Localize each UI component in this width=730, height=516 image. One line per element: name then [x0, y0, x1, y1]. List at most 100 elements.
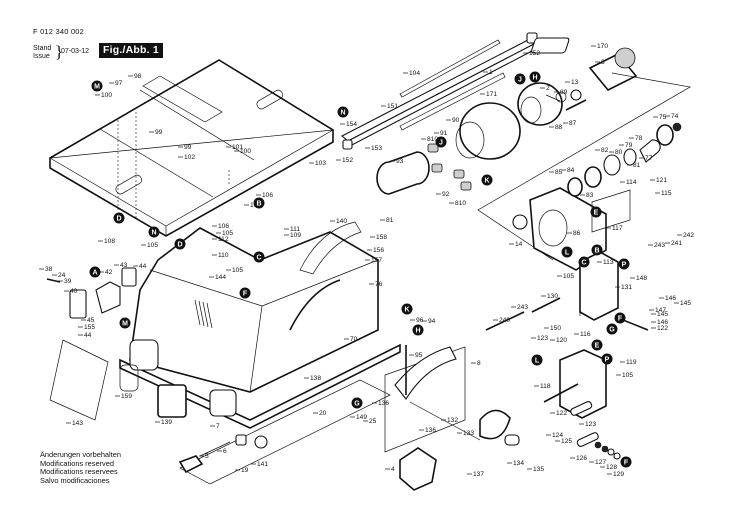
table-top — [48, 59, 334, 237]
part-callout-136b: 136 — [425, 427, 436, 434]
reference-marker-h2: H — [412, 324, 424, 336]
part-callout-136a: 136 — [378, 400, 389, 407]
marker-letter: E — [595, 343, 600, 350]
part-callout-138: 138 — [310, 375, 321, 382]
marker-letter: K — [404, 307, 409, 314]
marker-letter: E — [594, 210, 599, 217]
marker-circle — [514, 73, 526, 85]
part-callout-19: 19 — [241, 467, 249, 474]
reference-marker-j2: J — [435, 136, 447, 148]
part-callout-43: 43 — [120, 262, 128, 269]
part-callout-140: 140 — [336, 218, 347, 225]
marker-letter: G — [354, 401, 360, 408]
reference-marker-m2: M — [119, 317, 131, 329]
part-callout-5: 5 — [205, 453, 209, 460]
part-callout-149: 149 — [356, 414, 367, 421]
part-callout-154: 154 — [346, 121, 357, 128]
marker-letter: D — [116, 216, 121, 223]
part-callout-20: 20 — [319, 410, 327, 417]
marker-letter: N — [340, 110, 345, 117]
marker-circle — [351, 397, 363, 409]
part-callout-135: 135 — [533, 466, 544, 473]
tilt-bracket-assembly — [485, 251, 649, 460]
part-callout-7: 7 — [216, 423, 220, 430]
reference-marker-d1: D — [113, 212, 125, 224]
part-callout-122a: 122 — [657, 325, 668, 332]
marker-circle — [618, 258, 630, 270]
notice-line-en: Modifications reserved — [40, 458, 114, 468]
marker-circle — [561, 246, 573, 258]
part-callout-38: 38 — [45, 266, 53, 273]
reference-marker-b1: B — [253, 197, 265, 209]
part-number-callouts: 9897100999910110010210310610710610511211… — [45, 43, 694, 478]
marker-circle — [481, 174, 493, 186]
part-callout-144: 144 — [215, 274, 226, 281]
marker-circle — [620, 456, 632, 468]
issue-label: Issue — [33, 53, 50, 60]
marker-circle — [591, 339, 603, 351]
part-callout-133: 133 — [463, 430, 474, 437]
reference-marker-c2: C — [578, 256, 590, 268]
part-callout-99b: 99 — [184, 144, 192, 151]
notice-line-es: Salvo modificaciones — [40, 475, 110, 485]
part-callout-241: 241 — [671, 240, 682, 247]
reference-marker-c1: C — [253, 251, 265, 263]
marker-circle — [601, 353, 613, 365]
reference-marker-b2: B — [591, 244, 603, 256]
part-callout-105c: 105 — [232, 267, 243, 274]
part-callout-146a: 146 — [665, 295, 676, 302]
reference-marker-p1: P — [618, 258, 630, 270]
part-callout-2: 2 — [546, 85, 550, 92]
part-callout-82: 82 — [601, 147, 609, 154]
blade-arm — [384, 345, 520, 491]
marker-letter: N — [151, 230, 156, 237]
part-callout-4: 4 — [391, 466, 395, 473]
marker-circle — [614, 312, 626, 324]
reference-marker-l1: L — [561, 246, 573, 258]
marker-letter: F — [618, 316, 623, 323]
marker-circle — [119, 317, 131, 329]
marker-letter: B — [594, 248, 599, 255]
marker-letter: L — [565, 250, 570, 257]
marker-circle — [91, 80, 103, 92]
part-callout-114: 114 — [626, 179, 637, 186]
part-callout-95: 95 — [415, 352, 423, 359]
marker-letter: M — [122, 321, 128, 328]
part-callout-87: 87 — [569, 120, 577, 127]
part-callout-105a: 105 — [222, 230, 233, 237]
part-callout-44a: 44 — [139, 263, 147, 270]
part-callout-75: 75 — [659, 114, 667, 121]
reference-marker-g2: G — [606, 323, 618, 335]
part-callout-137: 137 — [473, 471, 484, 478]
part-callout-810b: 810 — [455, 200, 466, 207]
leader-lines — [39, 45, 682, 475]
part-callout-134: 134 — [513, 460, 524, 467]
marker-letter: K — [484, 178, 489, 185]
part-callout-83: 83 — [586, 192, 594, 199]
reference-marker-l2: L — [531, 354, 543, 366]
part-callout-3: 3 — [601, 59, 605, 66]
marker-letter: J — [518, 77, 522, 84]
part-callout-45: 45 — [87, 317, 95, 324]
marker-letter: D — [177, 242, 182, 249]
part-callout-139: 139 — [161, 419, 172, 426]
part-callout-105e: 105 — [622, 372, 633, 379]
part-callout-148: 148 — [636, 275, 647, 282]
notice-line-de: Änderungen vorbehalten — [40, 450, 121, 459]
part-callout-25: 25 — [369, 418, 377, 425]
marker-letter: C — [256, 255, 261, 262]
reference-marker-a1: A — [89, 266, 101, 278]
part-callout-97: 97 — [115, 80, 123, 87]
reference-marker-k1: K — [481, 174, 493, 186]
marker-circle — [531, 354, 543, 366]
motor-assembly — [376, 47, 638, 195]
part-callout-79: 79 — [625, 142, 633, 149]
figure-title-badge: Fig./Abb. 1 — [99, 43, 163, 58]
marker-letter: H — [532, 75, 537, 82]
part-callout-101: 101 — [232, 144, 243, 151]
part-callout-70: 70 — [350, 336, 358, 343]
part-callout-91: 91 — [440, 130, 448, 137]
part-callout-94: 94 — [428, 318, 436, 325]
reference-marker-n2: N — [148, 226, 160, 238]
